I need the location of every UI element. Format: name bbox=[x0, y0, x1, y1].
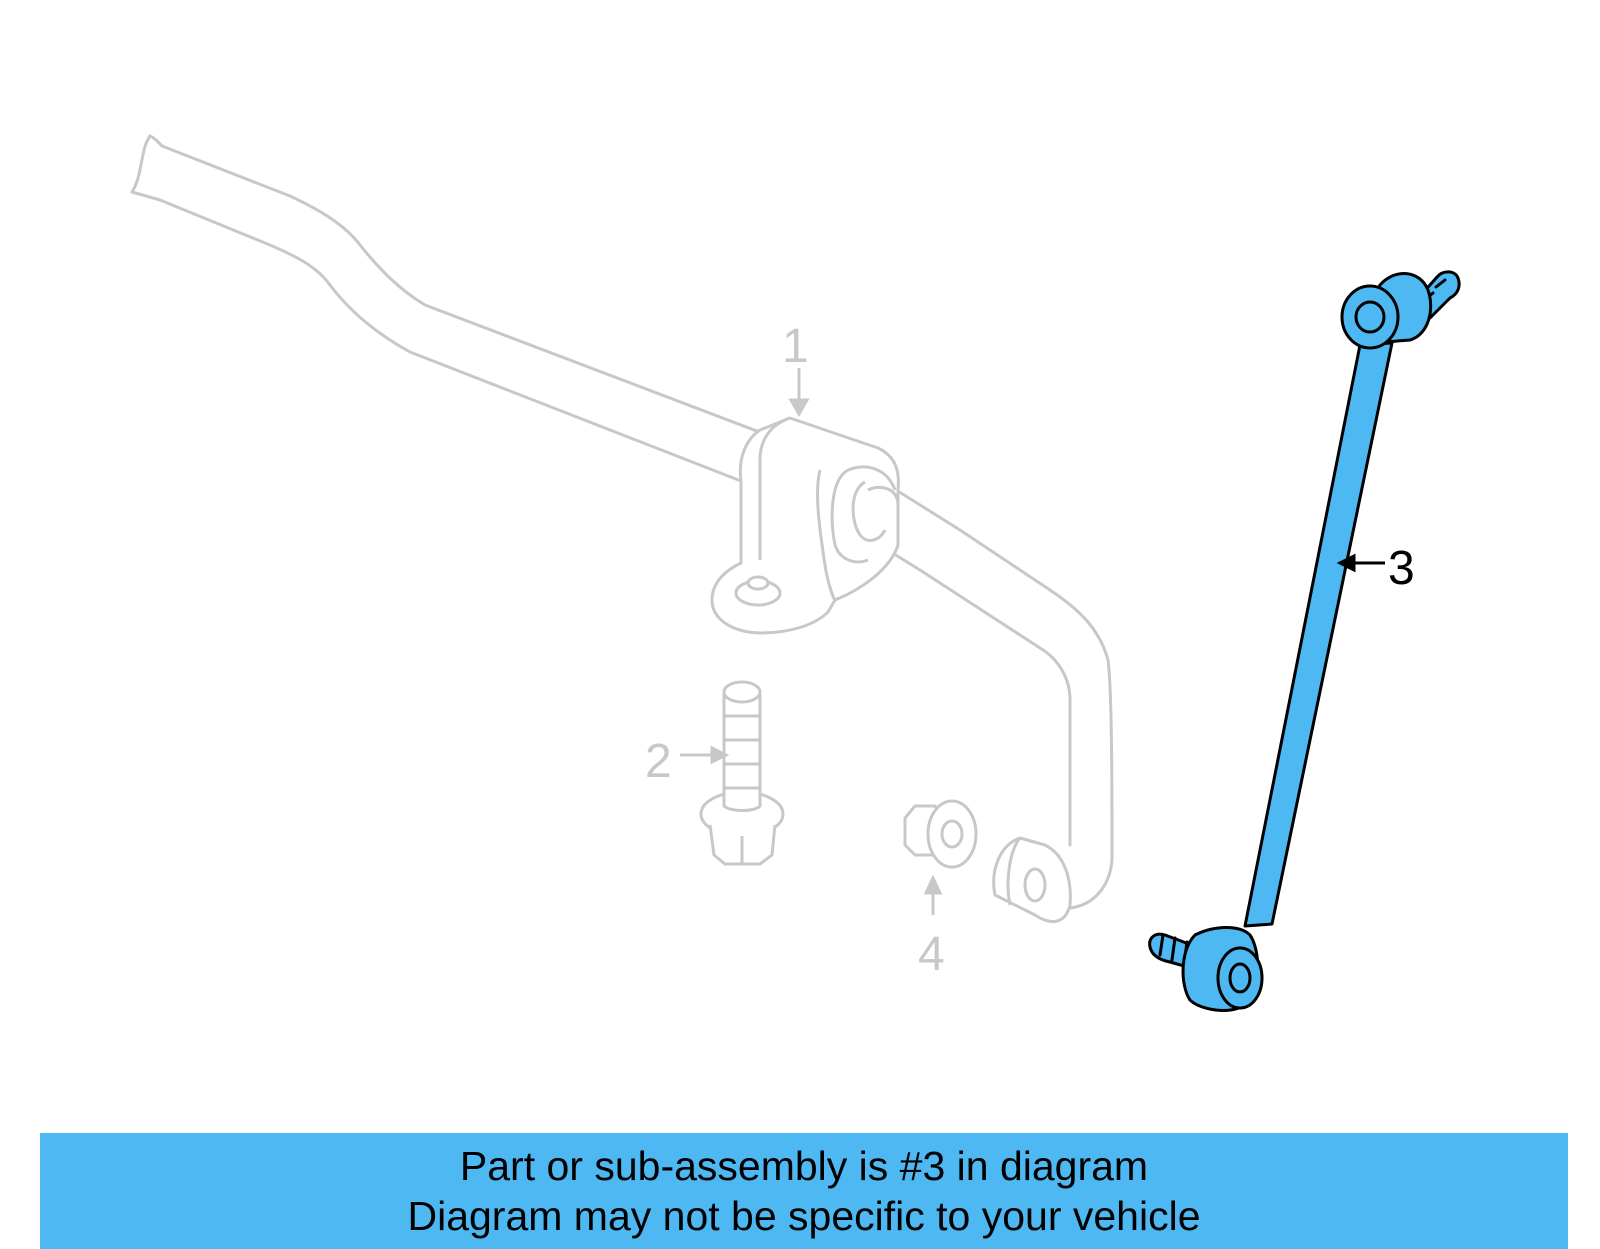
bushing-bracket bbox=[710, 416, 900, 635]
info-banner: Part or sub-assembly is #3 in diagram Di… bbox=[40, 1133, 1568, 1249]
stabilizer-bar bbox=[130, 134, 1114, 910]
leader-lines-ghost bbox=[680, 368, 943, 915]
leader-line-3 bbox=[1336, 553, 1385, 573]
callout-3: 3 bbox=[1388, 542, 1415, 595]
bolt bbox=[699, 680, 785, 866]
callout-2: 2 bbox=[645, 735, 672, 788]
banner-line-2: Diagram may not be specific to your vehi… bbox=[407, 1193, 1201, 1239]
stabilizer-link bbox=[1148, 270, 1461, 1012]
bar-end-eye bbox=[992, 836, 1072, 924]
callout-1: 1 bbox=[782, 320, 809, 373]
callout-4: 4 bbox=[918, 928, 945, 981]
nut bbox=[903, 799, 978, 869]
banner-line-1: Part or sub-assembly is #3 in diagram bbox=[459, 1143, 1149, 1189]
